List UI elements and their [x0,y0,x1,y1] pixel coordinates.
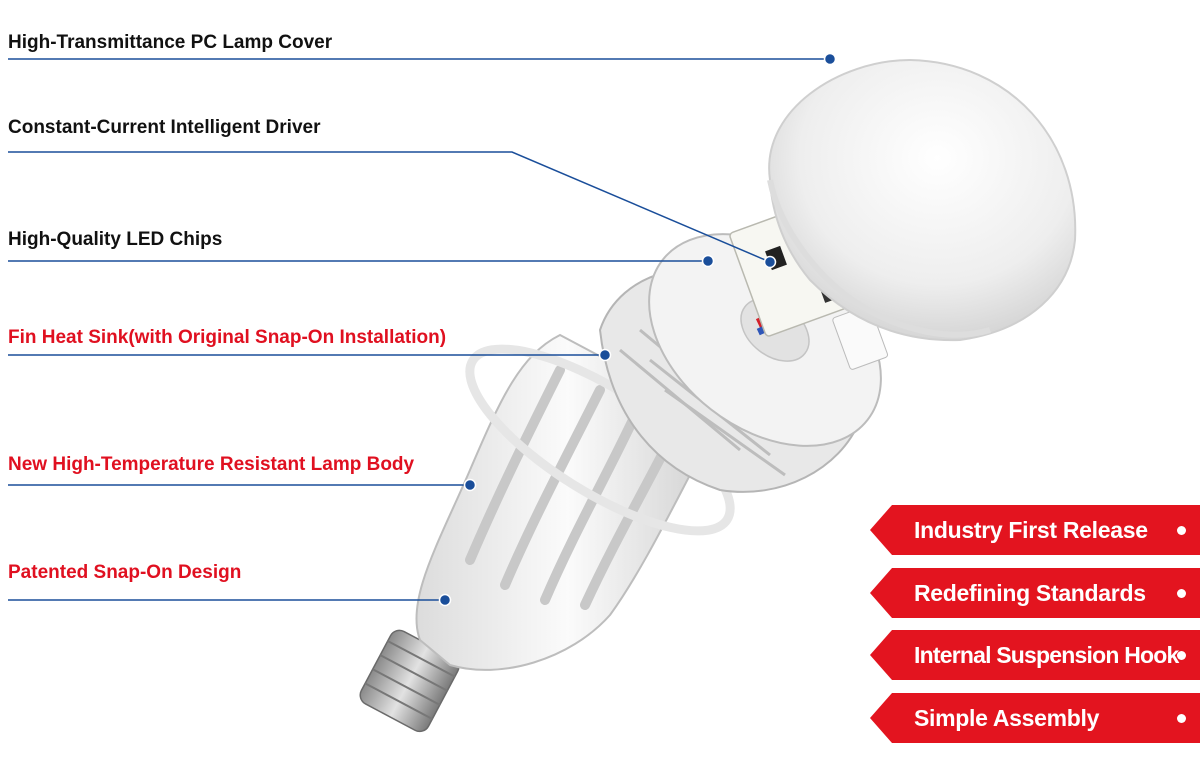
callout-heat-sink: Fin Heat Sink(with Original Snap-On Inst… [8,327,447,348]
badge-suspension-hook: Internal Suspension Hook [870,630,1200,680]
callout-led-chips: High-Quality LED Chips [8,229,223,250]
callout-snap-on-design: Patented Snap-On Design [8,562,242,583]
leader-dots [438,52,837,607]
callout-lamp-cover: High-Transmittance PC Lamp Cover [8,32,333,53]
leader-line-driver [8,151,771,263]
badge-label: Redefining Standards [914,580,1146,606]
screw-base [359,629,460,733]
pc-lamp-cover [767,58,1077,342]
badge-simple-assembly: Simple Assembly [870,693,1200,743]
badge-ribbon-shape [870,568,1200,618]
leader-lines [8,58,830,601]
badge-industry-first: Industry First Release [870,505,1200,555]
bullet-dot-icon [1177,714,1186,723]
badge-ribbon-shape [870,630,1200,680]
badge-label: Internal Suspension Hook [914,642,1179,668]
callout-lamp-body: New High-Temperature Resistant Lamp Body [8,454,415,475]
bullet-dot-icon [1177,589,1186,598]
badge-ribbon-shape [870,505,1200,555]
badge-label: Simple Assembly [914,705,1100,731]
bullet-dot-icon [1177,651,1186,660]
badge-redefining-standards: Redefining Standards [870,568,1200,618]
callout-driver: Constant-Current Intelligent Driver [8,117,321,138]
bullet-dot-icon [1177,526,1186,535]
badge-label: Industry First Release [914,517,1148,543]
badge-ribbon-shape [870,693,1200,743]
